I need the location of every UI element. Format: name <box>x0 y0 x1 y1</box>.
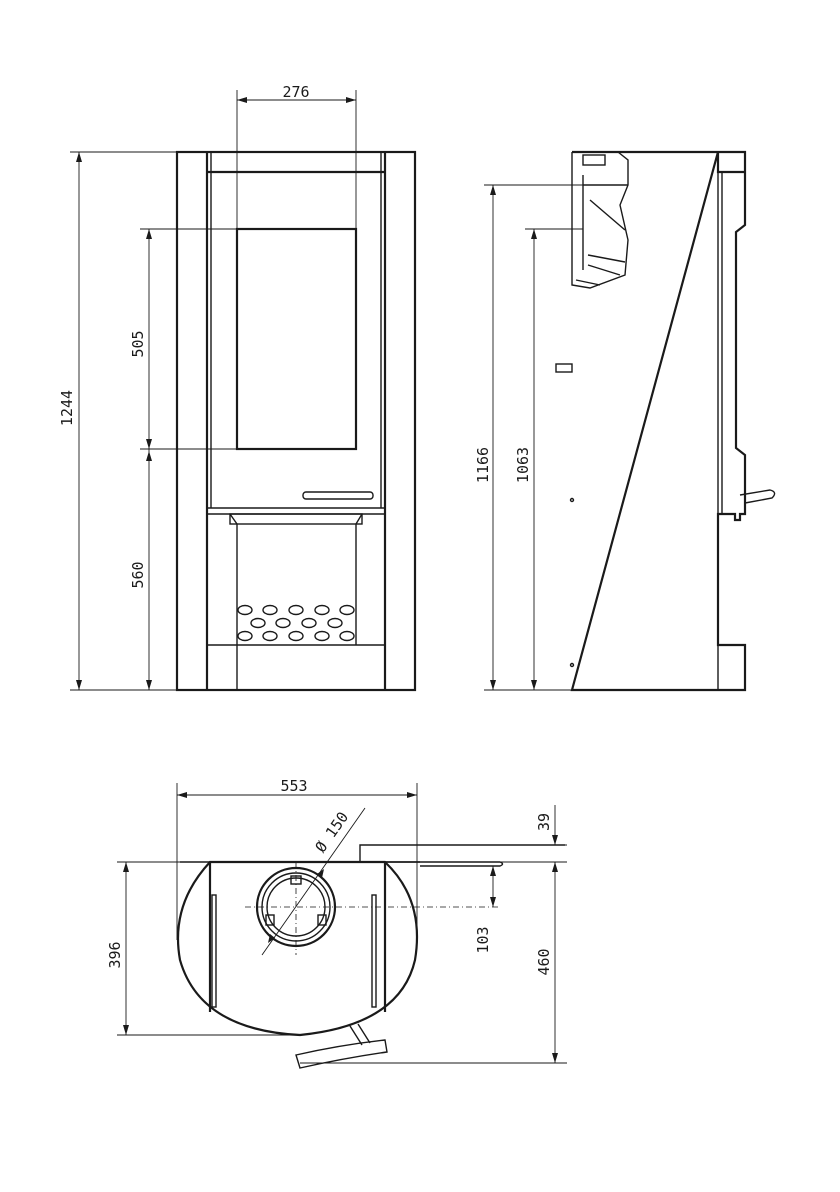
front-glass-window <box>237 229 356 449</box>
side-air-knob <box>556 364 572 372</box>
dim-460-label: 460 <box>535 948 553 975</box>
dim-39-label: 39 <box>535 813 553 831</box>
front-outer-body <box>177 152 415 690</box>
front-view: 276 1244 505 560 <box>58 83 415 690</box>
side-body-outline <box>572 152 745 690</box>
dim-276-label: 276 <box>282 83 309 101</box>
diameter-leader <box>262 808 365 955</box>
right-pillar-slot <box>372 895 376 1007</box>
dim-396-label: 396 <box>106 941 124 968</box>
rear-heat-shield <box>360 845 565 866</box>
side-flue-detail <box>572 152 628 288</box>
side-view: 1166 1063 <box>474 152 775 690</box>
dim-505-label: 505 <box>129 330 147 357</box>
grate-top <box>230 514 362 524</box>
dim-glass-width: 276 <box>237 83 356 229</box>
top-body-outline <box>178 862 417 1035</box>
dim-1166-label: 1166 <box>474 447 492 483</box>
dim-outlet-height: 1166 <box>474 185 583 690</box>
dim-460: 460 <box>300 862 567 1063</box>
top-handle <box>296 1040 387 1068</box>
left-pillar-slot <box>212 895 216 1007</box>
air-holes <box>238 606 354 641</box>
top-view: Ø 150 553 39 103 <box>106 777 567 1068</box>
dim-1063-label: 1063 <box>514 447 532 483</box>
dim-1244-label: 1244 <box>58 390 76 426</box>
dim-width: 553 <box>177 777 417 940</box>
dim-560-label: 560 <box>129 561 147 588</box>
door-handle <box>303 492 373 499</box>
dim-total-height: 1244 <box>58 152 177 690</box>
dim-connection-height: 1063 <box>514 229 583 690</box>
dim-flue-diameter-label: Ø 150 <box>312 808 353 855</box>
dim-103-label: 103 <box>474 926 492 953</box>
dim-553-label: 553 <box>280 777 307 795</box>
dim-glass-height: 505 <box>129 229 237 449</box>
dim-lower-height: 560 <box>129 449 177 690</box>
dim-103: 103 <box>474 866 496 954</box>
